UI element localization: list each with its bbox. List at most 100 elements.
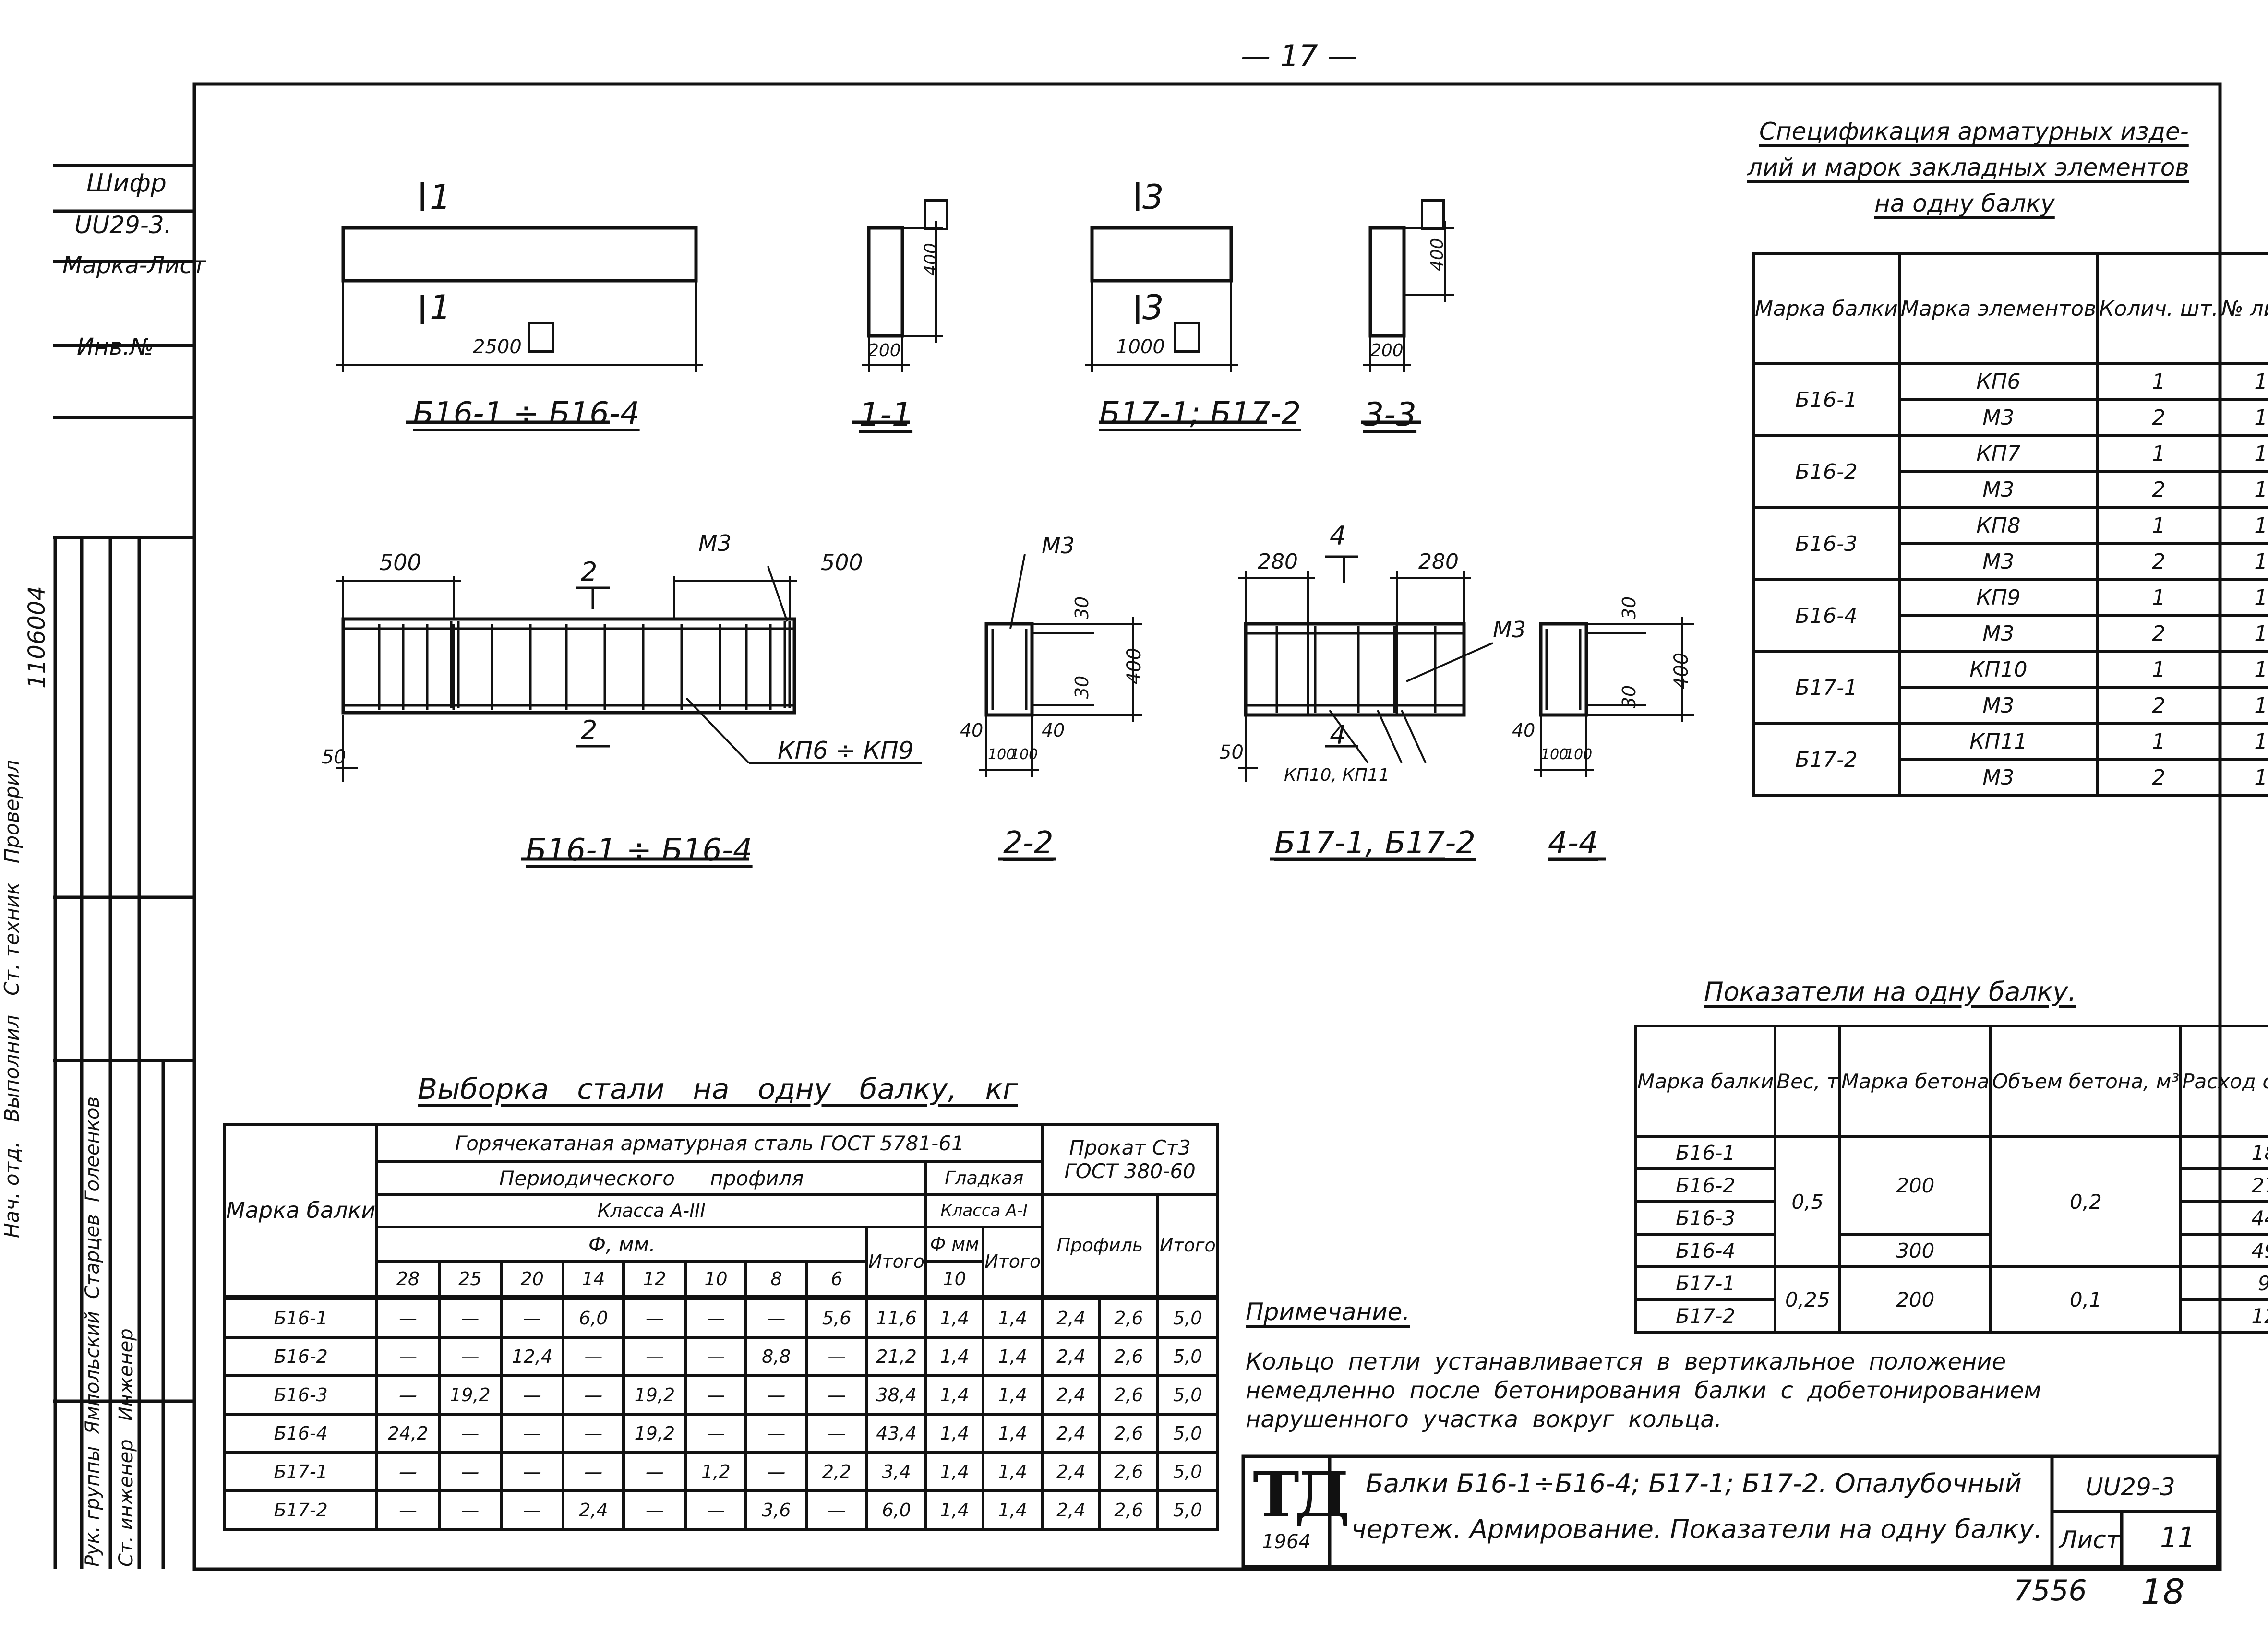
- steel-smooth-d: 10: [924, 1260, 985, 1298]
- steel-cell: 19,2: [622, 1413, 687, 1454]
- spec-element: М3: [1897, 614, 2100, 653]
- steel-row-beam: Б17-1: [223, 1451, 379, 1492]
- steel-cell: 19,2: [437, 1374, 503, 1416]
- spec-title-2: лий и марок закладных элементов: [1747, 154, 2189, 181]
- steel-header-hot: Горячекатаная арматурная сталь ГОСТ 5781…: [375, 1123, 1044, 1163]
- spec-element: КП6: [1897, 362, 2100, 401]
- ind-header-weight: Вес, т: [1774, 1025, 1842, 1138]
- steel-cell: 2,4: [562, 1489, 625, 1531]
- steel-header-class3: Класса А-III: [375, 1193, 928, 1228]
- spec-qty: 2: [2096, 398, 2221, 437]
- sec22-dim-100b: 100: [1010, 746, 1038, 763]
- sec22-dim-100a: 100: [988, 746, 1016, 763]
- sec44-dim-40: 40: [1512, 720, 1536, 741]
- steel-cell: 2,4: [1041, 1413, 1102, 1454]
- marka-list-label: Марка-Лист: [62, 252, 206, 279]
- note-line-3: нарушенного участка вокруг кольца.: [1246, 1406, 1722, 1433]
- ind-beam: Б17-2: [1634, 1298, 1777, 1334]
- spec-element: М3: [1897, 398, 2100, 437]
- title-sheet-value: 11: [2160, 1521, 2196, 1554]
- steel-cell: 1,4: [924, 1298, 985, 1339]
- steel-cell: 2,4: [1041, 1298, 1102, 1339]
- steel-cell: —: [437, 1489, 503, 1531]
- spec-qty: 1: [2096, 722, 2221, 761]
- steel-cell: 5,0: [1156, 1374, 1219, 1416]
- ind-volume: 0,1: [1989, 1265, 2183, 1334]
- steel-cell: —: [500, 1489, 565, 1531]
- steel-header-diam: Ф, мм.: [375, 1226, 869, 1263]
- ind-steel: 49,8: [2179, 1233, 2268, 1268]
- ind-volume: 0,2: [1989, 1135, 2183, 1268]
- steel-header-marka: Марка балки: [223, 1123, 379, 1298]
- steel-cell: —: [562, 1413, 625, 1454]
- spec-sheet: 12: [2218, 722, 2268, 761]
- sec22-mark-m3: М3: [1042, 533, 1075, 559]
- steel-cell: 1,4: [924, 1336, 985, 1377]
- ind-header-steel: Расход стали, кг.: [2179, 1025, 2268, 1138]
- b16-mark-box: [528, 322, 554, 353]
- steel-header-profile: Профиль: [1041, 1193, 1159, 1298]
- steel-cell: 38,4: [865, 1374, 928, 1416]
- sec44-dim-100a: 100: [1541, 746, 1569, 763]
- ind-weight: 0,25: [1774, 1265, 1842, 1334]
- steel-diam: 28: [375, 1260, 441, 1298]
- steel-cell: —: [684, 1336, 748, 1377]
- steel-cell: 3,4: [865, 1451, 928, 1492]
- spec-qty: 1: [2096, 578, 2221, 617]
- steel-cell: —: [375, 1298, 441, 1339]
- signature-engineers: Ст. инженер Инженер: [115, 1279, 137, 1567]
- sec44-dim-30a: 30: [1619, 596, 1640, 620]
- steel-cell: 2,6: [1098, 1451, 1159, 1492]
- ind-beam: Б16-4: [1634, 1233, 1777, 1268]
- steel-header-smooth: Гладкая: [924, 1160, 1044, 1196]
- spec-header-beam: Марка балки: [1752, 252, 1901, 365]
- sec33-width-dim: 200: [1370, 341, 1404, 360]
- steel-header-total-periodic: Итого: [865, 1226, 928, 1298]
- logo-year: 1964: [1262, 1531, 1311, 1553]
- steel-cell: 5,0: [1156, 1489, 1219, 1531]
- sec33-mark-box: [1421, 199, 1445, 230]
- spec-table: Марка балки Марка элементов Колич. шт. №…: [1752, 252, 2268, 797]
- steel-row-beam: Б16-1: [223, 1298, 379, 1339]
- steel-diam: 8: [744, 1260, 808, 1298]
- b17-mark-box: [1174, 322, 1200, 353]
- steel-cell: 1,4: [982, 1374, 1044, 1416]
- spec-qty: 2: [2096, 614, 2221, 653]
- name-goleenkov: Голеенков: [82, 1096, 104, 1202]
- steel-cell: 1,4: [982, 1336, 1044, 1377]
- sec11-caption: 1-1: [859, 396, 913, 434]
- steel-cell: —: [562, 1336, 625, 1377]
- steel-cell: —: [805, 1336, 869, 1377]
- b16r-dim-right: 500: [821, 549, 863, 575]
- ind-steel: 18,0: [2179, 1135, 2268, 1170]
- steel-cell: —: [500, 1298, 565, 1339]
- b17r-label-kp: КП10, КП11: [1284, 765, 1390, 785]
- steel-cell: —: [375, 1374, 441, 1416]
- spec-sheet: 12: [2218, 650, 2268, 689]
- signature-roles: Нач. отд. Выполнил Ст. техник Проверил: [0, 758, 24, 1238]
- ind-steel: 12,4: [2179, 1298, 2268, 1334]
- steel-header-prokat-total: Итого: [1156, 1193, 1219, 1298]
- b16-formwork-caption: Б16-1 ÷ Б16-4: [413, 396, 640, 431]
- sec22-height: 400: [1123, 647, 1146, 685]
- steel-cell: —: [562, 1451, 625, 1492]
- b17-section-bottom: 3: [1142, 288, 1164, 327]
- steel-cell: —: [437, 1451, 503, 1492]
- steel-cell: 2,4: [1041, 1451, 1102, 1492]
- title-code: UU29-3: [2086, 1473, 2175, 1501]
- sec33-height-dim: 400: [1427, 238, 1447, 271]
- spec-sheet: 16: [2218, 398, 2268, 437]
- steel-cell: —: [744, 1413, 808, 1454]
- shifr-label: Шифр: [86, 169, 167, 198]
- steel-cell: 11,6: [865, 1298, 928, 1339]
- spec-element: М3: [1897, 758, 2100, 797]
- spec-sheet: 16: [2218, 758, 2268, 797]
- sec22-dim-40b: 40: [1042, 720, 1065, 741]
- steel-row-beam: Б16-2: [223, 1336, 379, 1377]
- steel-row-beam: Б16-4: [223, 1413, 379, 1454]
- note-line-2: немедленно после бетонирования балки с д…: [1246, 1377, 2041, 1404]
- sec11-width-dim: 200: [868, 341, 901, 360]
- role-vypolnil: Выполнил: [0, 1014, 24, 1122]
- steel-cell: 1,4: [982, 1489, 1044, 1531]
- steel-cell: 1,4: [982, 1451, 1044, 1492]
